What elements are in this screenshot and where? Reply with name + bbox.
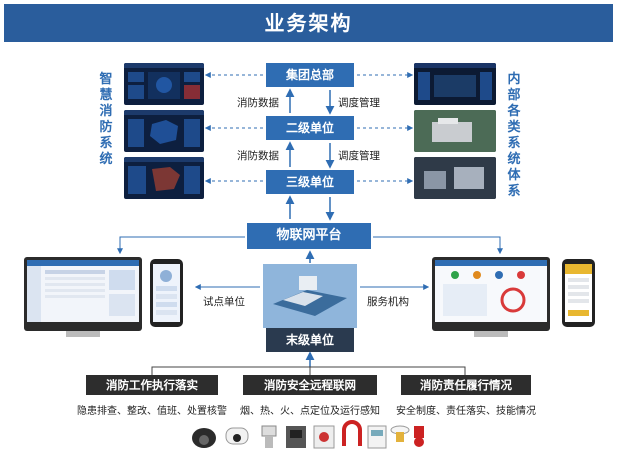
label-dispatch-2: 调度管理: [338, 150, 380, 162]
arrow-iot-to-right: [373, 236, 503, 255]
node-iot-platform: 物联网平台: [247, 223, 371, 249]
category-responsibility-subtitle: 安全制度、责任落实、技能情况: [396, 406, 536, 417]
smoke-detector-icon: [390, 425, 410, 442]
label-service-org: 服务机构: [367, 296, 409, 308]
title-banner: 业务架构: [4, 4, 613, 42]
valve-icon: [313, 425, 335, 449]
node-level3: 三级单位: [266, 170, 354, 194]
label-fire-data-2: 消防数据: [237, 150, 279, 162]
right-screen-2: [414, 110, 496, 152]
left-phone: [150, 259, 183, 327]
side-label-left: 智慧消防系统: [99, 72, 113, 167]
label-pilot-unit: 试点单位: [203, 296, 245, 308]
label-fire-data-1: 消防数据: [237, 97, 279, 109]
left-screen-2: [124, 110, 204, 152]
ptz-camera-icon: [261, 425, 277, 448]
right-phone: [562, 259, 595, 327]
category-execution: 消防工作执行落实: [86, 375, 218, 395]
node-level2: 二级单位: [266, 116, 354, 140]
dome-camera-icon: [192, 428, 216, 448]
left-screen-1: [124, 63, 204, 105]
category-execution-subtitle: 隐患排查、整改、值班、处置核警: [77, 406, 227, 417]
terminal-3d-scene: [263, 264, 357, 328]
node-terminal: 末级单位: [266, 328, 354, 352]
left-monitor: [24, 257, 142, 331]
category-remote-network: 消防安全远程联网: [243, 375, 377, 395]
meter-icon: [367, 425, 387, 449]
bullet-camera-icon: [225, 427, 249, 445]
side-label-right: 内部各类系统体系: [507, 72, 521, 199]
sprinkler-icon: [414, 426, 424, 447]
left-monitor-stand: [66, 331, 100, 337]
right-monitor-stand: [474, 331, 508, 337]
label-dispatch-1: 调度管理: [338, 97, 380, 109]
tree-branch: [151, 366, 466, 375]
left-screen-3: [124, 157, 204, 199]
right-monitor: [432, 257, 550, 331]
device-row: [192, 420, 424, 449]
right-screen-3: [414, 157, 496, 199]
node-group-hq: 集团总部: [266, 63, 354, 87]
category-remote-network-subtitle: 烟、热、火、点定位及运行感知: [240, 406, 380, 417]
right-screen-1: [414, 63, 496, 105]
detector-icon: [286, 426, 306, 448]
arrow-iot-to-left: [117, 236, 245, 255]
category-responsibility: 消防责任履行情况: [401, 375, 531, 395]
current-sensor-icon: [342, 420, 362, 446]
